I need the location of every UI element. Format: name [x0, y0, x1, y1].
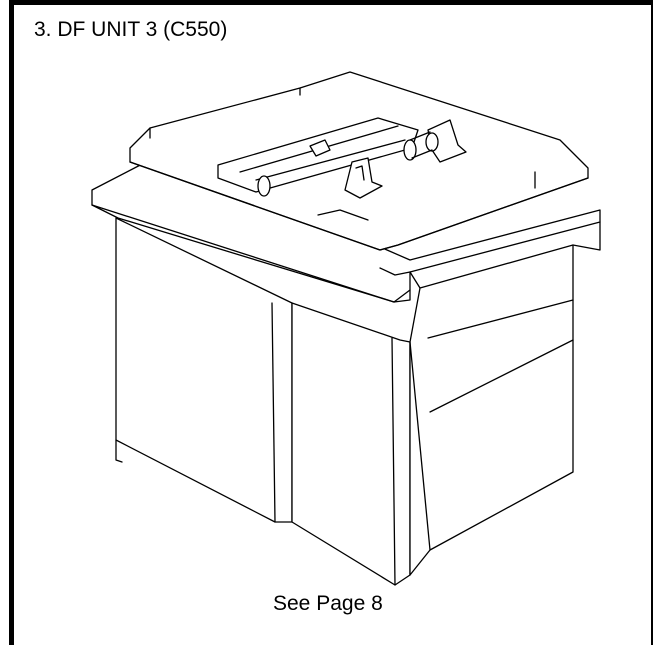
pickup-roller [309, 139, 331, 157]
ledge-right-side [572, 221, 601, 251]
df-cover-slot [317, 209, 369, 221]
ledge-front-edge [91, 204, 395, 303]
ledge-corner [393, 289, 411, 303]
cabinet-body [115, 217, 574, 586]
ledge-notch [379, 267, 411, 276]
see-page-reference: See Page 8 [273, 592, 383, 615]
frame-left-border [9, 0, 14, 645]
cabinet-corner-edge [271, 302, 276, 523]
frame-right-border [651, 0, 653, 645]
belt-lower [411, 149, 433, 159]
feed-roller-left [257, 175, 271, 197]
drawer-divider [429, 339, 574, 413]
df-cover-front-edge [129, 161, 589, 251]
cabinet-foot [115, 439, 123, 463]
frame-top-border [9, 0, 653, 5]
section-title: 3. DF UNIT 3 (C550) [34, 18, 228, 41]
belt-upper [409, 131, 431, 141]
front-corner-edge [391, 337, 396, 586]
right-corner-edge [409, 341, 431, 551]
cabinet-left-panel [115, 217, 293, 523]
motor-shaft [425, 132, 439, 152]
center-sensor [344, 157, 383, 199]
sensor-actuator [355, 165, 365, 181]
feed-assembly [217, 117, 467, 197]
drawer-top-line [427, 299, 574, 339]
feed-plate-lower-line [255, 139, 406, 181]
ledge-step [409, 271, 421, 289]
